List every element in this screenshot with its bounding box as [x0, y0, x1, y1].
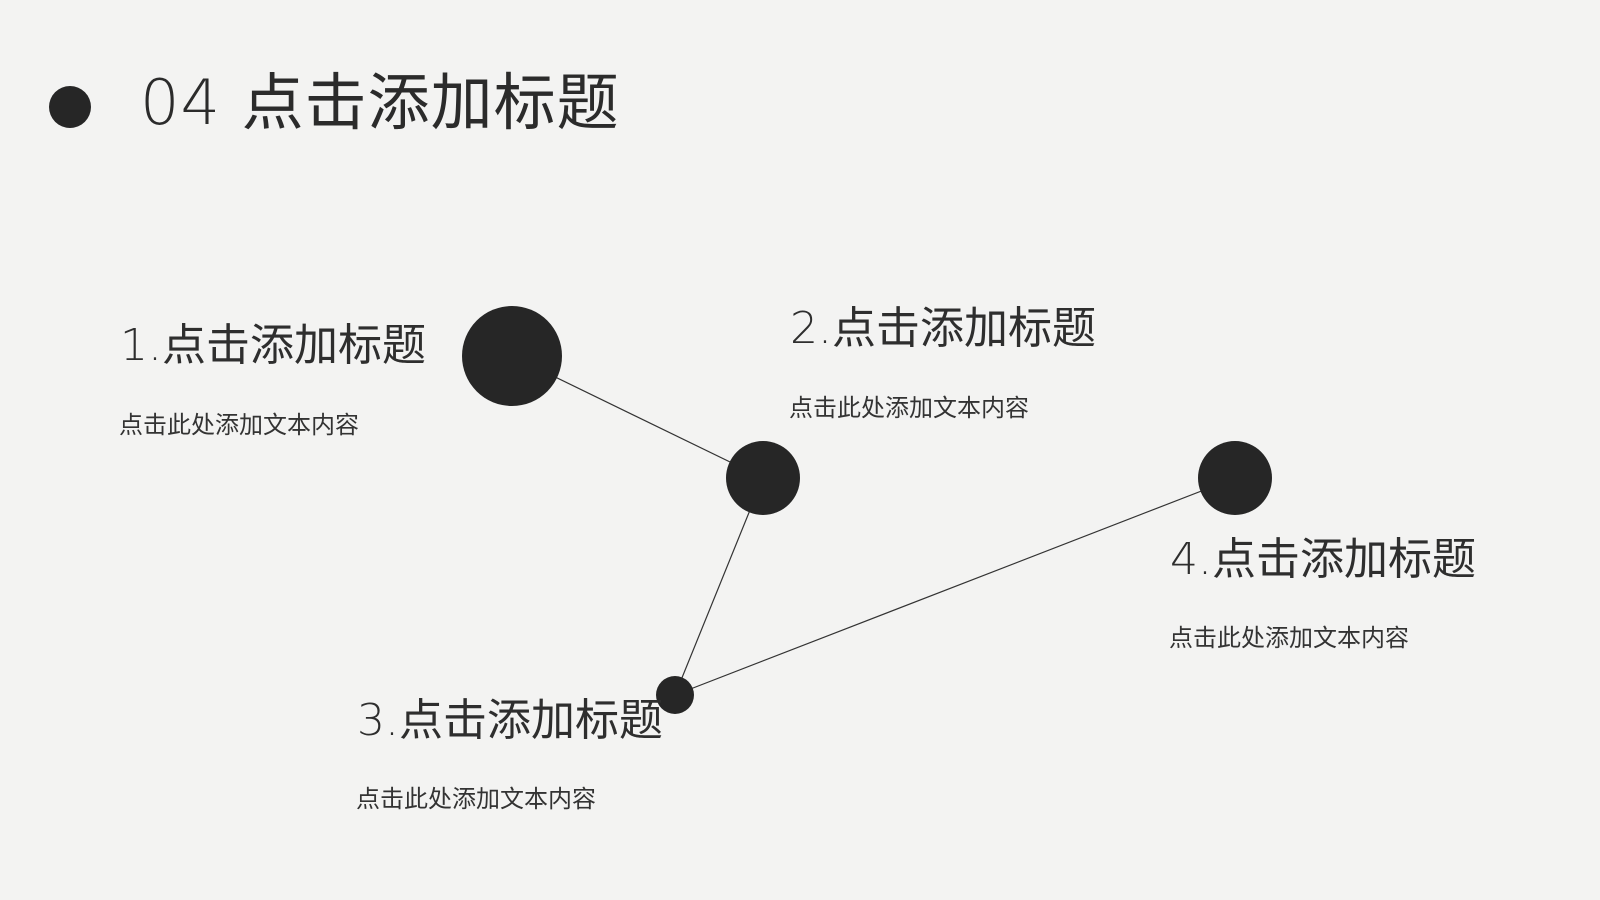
title-text: 点击添加标题	[241, 66, 620, 139]
item-2-body: 点击此处添加文本内容	[789, 394, 1029, 422]
item-4-body: 点击此处添加文本内容	[1169, 624, 1409, 652]
item-3-heading: 3.点击添加标题	[357, 695, 663, 746]
item-1-body: 点击此处添加文本内容	[119, 411, 359, 439]
item-3-body: 点击此处添加文本内容	[356, 785, 596, 813]
item-2-heading: 2.点击添加标题	[790, 303, 1096, 354]
item-1-heading: 1.点击添加标题	[120, 320, 426, 371]
node-4-dot	[1198, 441, 1272, 515]
node-2-dot	[726, 441, 800, 515]
connector-3-4	[674, 477, 1236, 696]
page-title: 04 点击添加标题	[140, 66, 620, 140]
title-number: 04	[140, 66, 221, 139]
node-3-dot	[656, 676, 694, 714]
node-1-dot	[462, 306, 562, 406]
item-4-heading: 4.点击添加标题	[1170, 534, 1476, 585]
connector-2-3	[674, 477, 764, 696]
title-bullet-icon	[49, 86, 91, 128]
